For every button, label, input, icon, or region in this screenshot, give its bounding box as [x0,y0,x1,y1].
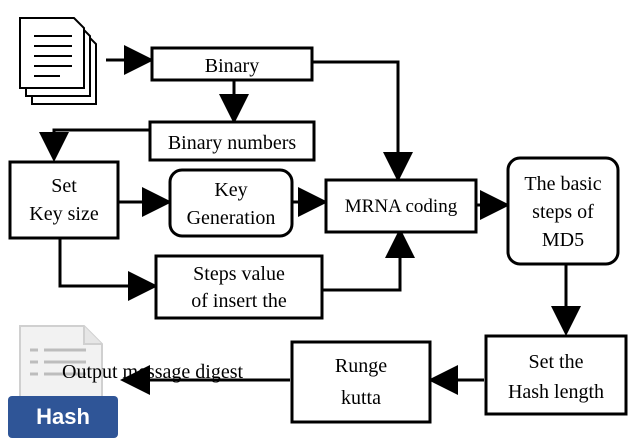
node-mrna-coding: MRNA coding [324,178,478,234]
node-md5: The basic steps of MD5 [506,156,620,266]
svg-text:Key size: Key size [29,203,99,225]
document-stack-icon [19,17,97,105]
node-key-generation: Key Generation [168,168,294,238]
node-set-key-size: Set Key size [8,160,120,240]
svg-text:Steps value: Steps value [193,263,285,285]
node-steps-value: Steps value of insert the [154,254,324,320]
hash-badge-label: Hash [36,404,90,429]
svg-text:Hash length: Hash length [508,381,604,403]
svg-text:Set: Set [51,175,77,197]
svg-text:Key: Key [214,179,247,201]
hash-file-icon: Hash [8,325,118,438]
svg-text:The basic: The basic [524,173,601,195]
svg-text:MRNA coding: MRNA coding [345,196,458,217]
node-binary-label: Binary [205,55,259,77]
svg-text:Generation: Generation [187,207,276,229]
svg-text:MD5: MD5 [542,229,584,251]
svg-text:Set the: Set the [529,351,584,373]
svg-text:steps of: steps of [532,201,594,223]
output-message-digest-label: Output message digest [62,361,244,383]
node-runge-kutta: Runge kutta [290,340,432,424]
connectors [39,45,581,395]
svg-text:Runge: Runge [335,355,387,377]
node-binary-numbers-label: Binary numbers [168,132,297,154]
node-set-hash-length: Set the Hash length [484,334,628,416]
node-binary: Binary [150,46,314,82]
node-binary-numbers: Binary numbers [148,120,316,162]
svg-text:of insert the: of insert the [191,290,287,312]
svg-text:kutta: kutta [341,387,381,409]
